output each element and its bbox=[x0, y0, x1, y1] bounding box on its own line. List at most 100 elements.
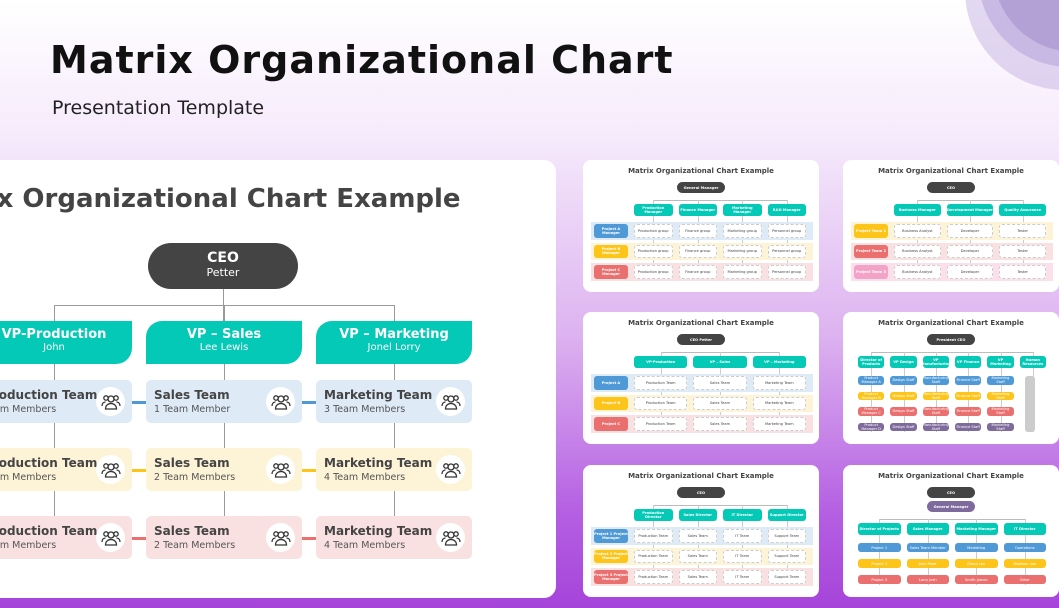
matrix-cell: Product Manager A bbox=[858, 376, 885, 385]
matrix-cell: Sales Team bbox=[678, 549, 717, 564]
row-connector bbox=[132, 537, 146, 540]
row-connector bbox=[302, 469, 316, 472]
row-label: Project A bbox=[594, 376, 628, 390]
people-group-icon bbox=[96, 387, 125, 416]
matrix-cell: Manufacturing Staff bbox=[922, 376, 949, 385]
column-header: VP Design bbox=[890, 356, 917, 368]
matrix-cell: Marketing Team bbox=[752, 396, 806, 411]
column-header: Human Resources bbox=[1019, 356, 1046, 368]
matrix-cell: Larry Josh bbox=[906, 575, 949, 584]
matrix-cell: Business Analyst bbox=[894, 244, 941, 259]
matrix-cell: Diana Lee bbox=[955, 559, 998, 568]
connector-line bbox=[786, 200, 788, 280]
column-header: Production Director bbox=[634, 509, 673, 521]
thumbnail-title: Matrix Organizational Chart Example bbox=[878, 319, 1024, 327]
team-name: Sales Team bbox=[154, 524, 230, 538]
matrix-cell: Production group bbox=[634, 244, 673, 259]
matrix-cell: John Peter bbox=[906, 559, 949, 568]
decorative-circles bbox=[965, 0, 1059, 90]
connector-line bbox=[697, 505, 699, 585]
column-header: Sales Director bbox=[678, 509, 717, 521]
matrix-cell: Production Team bbox=[634, 570, 673, 584]
team-name: Marketing Team bbox=[324, 524, 433, 538]
people-group-icon bbox=[266, 387, 295, 416]
people-group-icon bbox=[96, 523, 125, 552]
team-name: Sales Team bbox=[154, 388, 230, 402]
matrix-cell: Marketing Staff bbox=[987, 376, 1014, 385]
matrix-cell: Marketing group bbox=[723, 224, 762, 238]
team-members: 4 Team Members bbox=[324, 540, 406, 551]
thumbnail-title: Matrix Organizational Chart Example bbox=[628, 319, 774, 327]
top-node: CEO Petter bbox=[677, 334, 725, 345]
matrix-cell: Personnel group bbox=[767, 224, 806, 238]
team-node: Marketing Team 4 Team Members bbox=[316, 448, 472, 491]
connector-line bbox=[879, 519, 1025, 520]
matrix-cell: Project 2 bbox=[858, 559, 901, 568]
team-name: Sales Team bbox=[154, 456, 230, 470]
connector-line bbox=[697, 200, 699, 280]
matrix-cell: Finance Staff bbox=[955, 422, 982, 431]
row-connector bbox=[132, 469, 146, 472]
team-name: Production Team bbox=[0, 524, 98, 538]
column-header: Marketing Manager bbox=[723, 204, 762, 216]
matrix-cell: Marketing bbox=[955, 543, 998, 552]
matrix-cell: Production Team bbox=[634, 549, 673, 564]
connector-line bbox=[1022, 200, 1024, 280]
main-slide-preview[interactable]: Matrix Organizational Chart Example CEO … bbox=[0, 160, 556, 598]
matrix-cell: Finance group bbox=[678, 244, 717, 259]
matrix-cell: Product Manager D bbox=[858, 422, 885, 431]
connector-line bbox=[742, 200, 744, 280]
vp-name: Jonel Lorry bbox=[367, 342, 421, 353]
team-members: 3 Team Members bbox=[324, 404, 406, 415]
connector-line bbox=[653, 200, 787, 201]
connector-line bbox=[720, 352, 721, 432]
matrix-cell: Project 3 bbox=[858, 575, 901, 584]
matrix-cell: IT Team bbox=[723, 549, 762, 564]
row-label: Project 2 Project Manager bbox=[594, 549, 628, 564]
connector-line bbox=[653, 200, 655, 280]
matrix-cell: Production Team bbox=[634, 417, 688, 431]
row-label: Project 1 Project Manager bbox=[594, 529, 628, 543]
top-node: General Manager bbox=[927, 501, 975, 512]
column-header: VP Marketing bbox=[987, 356, 1014, 368]
team-node: Production TeamTeam Members bbox=[0, 516, 132, 559]
row-connector bbox=[302, 401, 316, 404]
empty-column bbox=[1024, 376, 1035, 432]
matrix-cell: Production group bbox=[634, 265, 673, 279]
slide-title: Matrix Organizational Chart Example bbox=[0, 184, 461, 214]
connector-line bbox=[871, 352, 1033, 353]
team-members: 4 Team Members bbox=[324, 472, 406, 483]
matrix-cell: Tester bbox=[999, 265, 1046, 279]
matrix-cell: Marketing group bbox=[723, 265, 762, 279]
column-header: VP-Production bbox=[634, 356, 688, 368]
matrix-cell: Madison Lee bbox=[1003, 559, 1046, 568]
matrix-cell: IT Team bbox=[723, 529, 762, 543]
connector-line bbox=[786, 505, 788, 585]
row-label: Project 3 Project Manager bbox=[594, 570, 628, 584]
matrix-cell: Manufacturing Staff bbox=[922, 422, 949, 431]
team-name: Production Team bbox=[0, 456, 98, 470]
thumbnail-title: Matrix Organizational Chart Example bbox=[628, 472, 774, 480]
matrix-cell: Design Staff bbox=[890, 391, 917, 400]
team-name: Marketing Team bbox=[324, 456, 433, 470]
column-header: Finance Manager bbox=[678, 204, 717, 216]
matrix-cell: Personnel group bbox=[767, 265, 806, 279]
matrix-cell: Sales Team bbox=[693, 376, 747, 390]
matrix-cell: Sales Team bbox=[678, 529, 717, 543]
column-header: Business Manager bbox=[894, 204, 941, 216]
connector-line bbox=[742, 505, 744, 585]
matrix-cell: Marketing Staff bbox=[987, 407, 1014, 416]
vp-title: VP – Marketing bbox=[339, 327, 449, 342]
people-group-icon bbox=[436, 523, 465, 552]
team-members: 2 Team Members bbox=[154, 472, 236, 483]
vp-name: Lee Lewis bbox=[199, 342, 249, 353]
matrix-cell: Business Analyst bbox=[894, 224, 941, 238]
connector-line bbox=[970, 200, 971, 280]
